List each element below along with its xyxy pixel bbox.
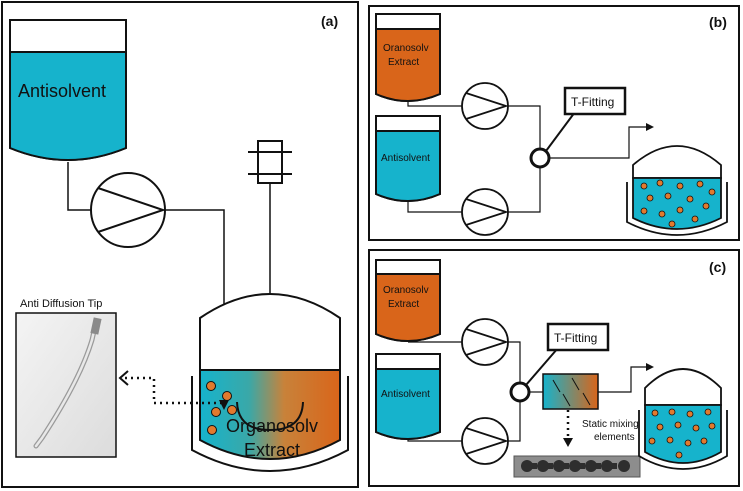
particles-b [640, 179, 716, 228]
t-fitting-label-c: T-Fitting [554, 331, 597, 345]
reactor-jacket [191, 376, 349, 472]
antisolvent-label-c: Antisolvent [381, 389, 430, 400]
extract-label-c-2: Extract [388, 299, 419, 310]
mixer-label-1: Static mixing [582, 419, 639, 430]
extract-tank-c: Oranosolv Extract [375, 259, 441, 342]
stirrer-blade [236, 401, 304, 432]
panel-a-label: (a) [321, 13, 338, 29]
pump-c-bottom [461, 417, 509, 465]
receiver-vessel-c [638, 368, 728, 470]
extract-tank-b: Oranosolv Extract [375, 13, 441, 102]
antisolvent-label-a: Antisolvent [18, 81, 106, 101]
t-fitting-callout-b [563, 86, 627, 116]
pump-b-top [461, 82, 509, 130]
antisolvent-tank-a: Antisolvent [9, 19, 127, 161]
pump-b-bottom [461, 188, 509, 236]
feed-line-a [67, 162, 92, 211]
panel-c: (c) Oranosolv Extract Antisolvent [368, 249, 740, 487]
static-mixing-elements-photo [513, 455, 641, 478]
anti-diffusion-tip-photo [15, 312, 117, 458]
antisolvent-label-b: Antisolvent [381, 153, 430, 164]
receiver-vessel-b [626, 145, 728, 236]
t-fitting-b [529, 147, 551, 169]
tip-callout-arrow [118, 370, 129, 386]
panel-c-frame [368, 249, 740, 487]
extract-label-b-2: Extract [388, 57, 419, 68]
extract-label-b-1: Oranosolv [383, 43, 429, 54]
pump-a [90, 172, 167, 248]
antisolvent-tank-b: Antisolvent [375, 115, 441, 202]
t-fitting-label-b: T-Fitting [571, 95, 614, 109]
panel-b: (b) Oranosolv Extract Antisolvent [368, 5, 740, 241]
particles-c [648, 408, 716, 459]
extract-label-a-2: Extract [244, 440, 300, 460]
panel-b-label: (b) [709, 14, 727, 30]
reactor-vessel-a: Organosolv Extract [191, 293, 349, 472]
panel-a-frame [1, 1, 359, 488]
antisolvent-tank-c: Antisolvent [375, 353, 441, 440]
t-fitting-callout-c [546, 322, 610, 352]
static-mixer [542, 373, 599, 410]
panel-b-frame [368, 5, 740, 241]
mixer-label-2: elements [594, 432, 635, 443]
extract-label-a-1: Organosolv [226, 416, 318, 436]
extract-label-c-1: Oranosolv [383, 285, 429, 296]
tip-label: Anti Diffusion Tip [20, 298, 102, 310]
tip-callout-line [120, 376, 222, 405]
pump-c-top [461, 318, 509, 366]
panel-a: (a) Antisolvent Organosolv [1, 1, 359, 488]
panel-c-label: (c) [709, 259, 726, 275]
t-fitting-c [509, 381, 531, 403]
dosing-arrowhead-a [219, 400, 229, 410]
